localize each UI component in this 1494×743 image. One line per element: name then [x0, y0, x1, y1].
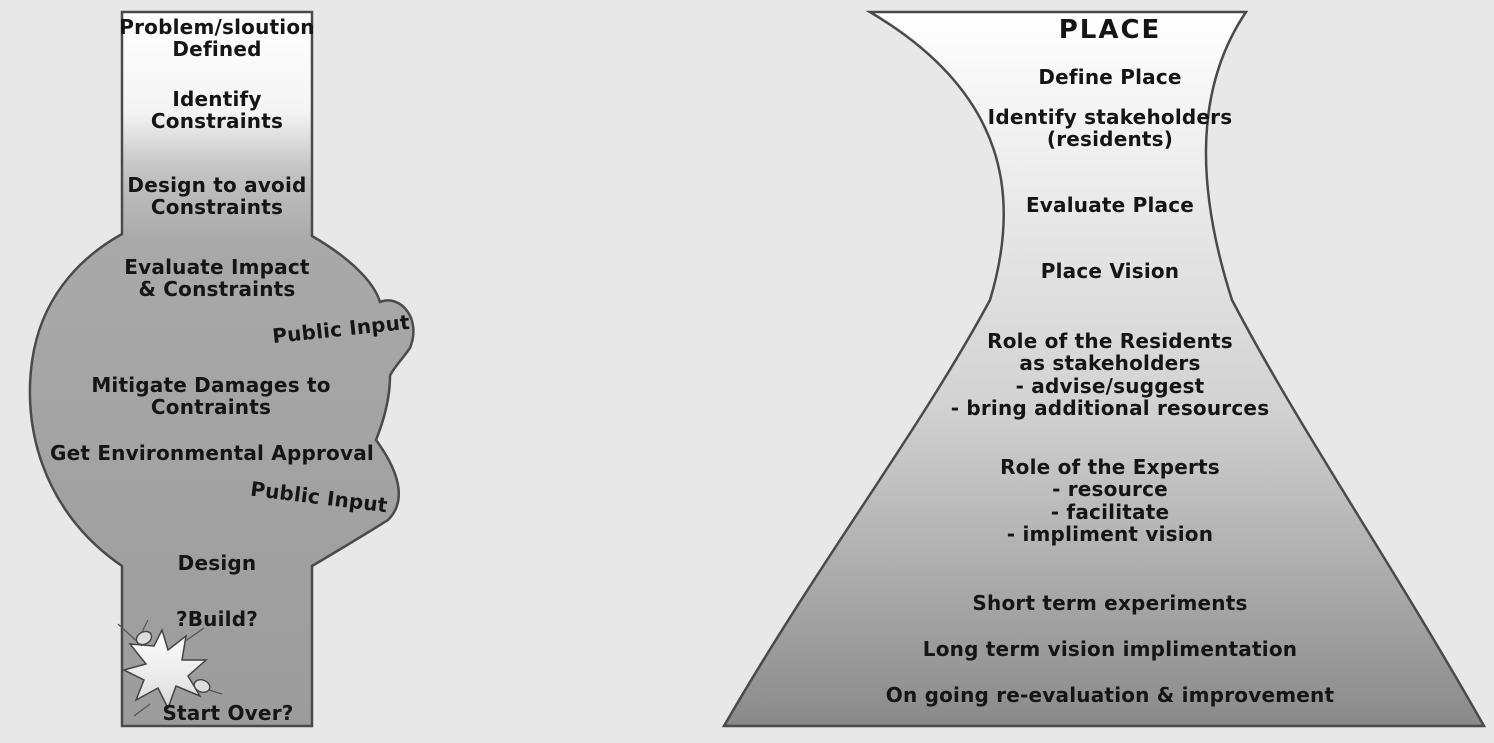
label-long-term: Long term vision implimentation: [880, 638, 1340, 660]
label-design-avoid: Design to avoid Constraints: [112, 174, 322, 219]
label-design: Design: [112, 552, 322, 574]
label-ongoing: On going re-evaluation & improvement: [860, 684, 1360, 706]
label-identify-stakeholders: Identify stakeholders (residents): [960, 106, 1260, 151]
label-mitigate-damages: Mitigate Damages to Contraints: [30, 374, 392, 419]
label-role-residents: Role of the Residents as stakeholders - …: [930, 330, 1290, 420]
label-define-place: Define Place: [960, 66, 1260, 88]
label-short-term: Short term experiments: [900, 592, 1320, 614]
label-start-over: Start Over?: [128, 702, 328, 724]
label-evaluate-place: Evaluate Place: [960, 194, 1260, 216]
label-place-vision: Place Vision: [960, 260, 1260, 282]
label-environmental-approval: Get Environmental Approval: [44, 442, 380, 464]
label-problem-defined: Problem/sloution Defined: [112, 16, 322, 61]
label-role-experts: Role of the Experts - resource - facilit…: [930, 456, 1290, 546]
label-identify-constraints: Identify Constraints: [112, 88, 322, 133]
label-place-title: PLACE: [960, 16, 1260, 45]
label-evaluate-impact: Evaluate Impact & Constraints: [112, 256, 322, 301]
label-build: ?Build?: [112, 608, 322, 630]
